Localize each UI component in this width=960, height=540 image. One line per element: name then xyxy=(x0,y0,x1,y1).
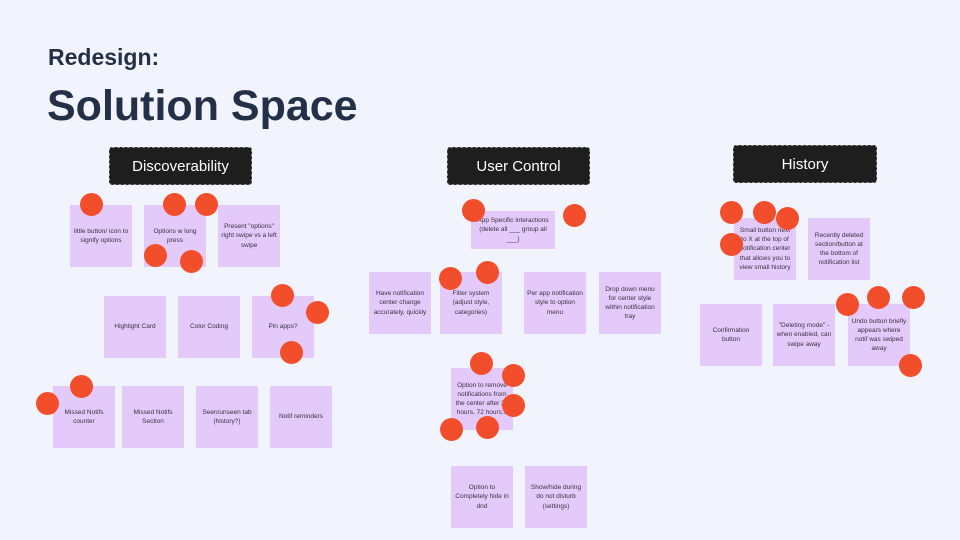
note-text: Color Coding xyxy=(190,323,228,331)
vote-dot xyxy=(70,375,93,398)
vote-dot xyxy=(899,354,922,377)
vote-dot xyxy=(280,341,303,364)
sticky-note: Recently deleted section/button at the b… xyxy=(808,218,870,280)
sticky-note: Notif reminders xyxy=(270,386,332,448)
vote-dot xyxy=(563,204,586,227)
vote-dot xyxy=(163,193,186,216)
vote-dot xyxy=(195,193,218,216)
note-text: Pin apps? xyxy=(268,323,298,331)
vote-dot xyxy=(271,284,294,307)
note-text: Have notification center change accurate… xyxy=(373,290,427,316)
vote-dot xyxy=(753,201,776,224)
sticky-note: Missed Notifs Section xyxy=(122,386,184,448)
sticky-note: Seen/unseen tab (history?) xyxy=(196,386,258,448)
column-header-discoverability: Discoverability xyxy=(109,147,252,185)
note-text: Seen/unseen tab (history?) xyxy=(202,408,252,425)
slide-title: Solution Space xyxy=(47,82,358,130)
note-text: Present "options" right swipe vs a left … xyxy=(221,223,277,249)
note-text: Filter system (adjust style, categories) xyxy=(452,290,490,316)
note-text: Options w long press xyxy=(153,227,197,244)
vote-dot xyxy=(439,267,462,290)
vote-dot xyxy=(36,392,59,415)
sticky-note: Option to Completely hide in dnd xyxy=(451,466,513,528)
sticky-note: Per app notification style to option men… xyxy=(524,272,586,334)
vote-dot xyxy=(180,250,203,273)
vote-dot xyxy=(470,352,493,375)
slide-subtitle: Redesign: xyxy=(48,44,160,70)
vote-dot xyxy=(462,199,485,222)
sticky-note: App Specific interactions (delete all __… xyxy=(471,211,555,249)
vote-dot xyxy=(440,418,463,441)
note-text: Notif reminders xyxy=(278,413,324,421)
vote-dot xyxy=(306,301,329,324)
vote-dot xyxy=(776,207,799,230)
sticky-note: Highlight Card xyxy=(104,296,166,358)
sticky-note: Present "options" right swipe vs a left … xyxy=(218,205,280,267)
note-text: Highlight Card xyxy=(114,323,156,331)
note-text: Drop down menu for center style within n… xyxy=(605,285,655,321)
note-text: Small button next to X at the top of not… xyxy=(739,227,791,271)
note-text: Undo button briefly appears where notif … xyxy=(851,317,907,353)
vote-dot xyxy=(867,286,890,309)
note-text: Recently deleted section/button at the b… xyxy=(814,231,864,267)
sticky-note: Confirmation button xyxy=(700,304,762,366)
note-text: Confirmation button xyxy=(712,326,750,343)
sticky-note: little button/ icon to signify options xyxy=(70,205,132,267)
vote-dot xyxy=(836,293,859,316)
note-text: Missed Notifs counter xyxy=(64,408,104,425)
note-text: Per app notification style to option men… xyxy=(527,290,583,316)
vote-dot xyxy=(902,286,925,309)
column-header-history: History xyxy=(733,145,877,183)
vote-dot xyxy=(80,193,103,216)
vote-dot xyxy=(720,201,743,224)
note-text: Option to Completely hide in dnd xyxy=(455,484,509,510)
vote-dot xyxy=(144,244,167,267)
vote-dot xyxy=(502,364,525,387)
vote-dot xyxy=(476,416,499,439)
vote-dot xyxy=(476,261,499,284)
note-text: App Specific interactions (delete all __… xyxy=(477,217,549,243)
vote-dot xyxy=(720,233,743,256)
sticky-note: Have notification center change accurate… xyxy=(369,272,431,334)
sticky-note: "Deleting mode" - when enabled, can swip… xyxy=(773,304,835,366)
sticky-note: Undo button briefly appears where notif … xyxy=(848,304,910,366)
sticky-note: Color Coding xyxy=(178,296,240,358)
note-text: "Deleting mode" - when enabled, can swip… xyxy=(776,322,832,348)
note-text: little button/ icon to signify options xyxy=(73,227,129,244)
sticky-note: Show/hide during do not disturb (setting… xyxy=(525,466,587,528)
vote-dot xyxy=(502,394,525,417)
note-text: Show/hide during do not disturb (setting… xyxy=(530,484,582,510)
note-text: Option to remove notifications from the … xyxy=(455,381,509,417)
note-text: Missed Notifs Section xyxy=(133,408,173,425)
sticky-note: Drop down menu for center style within n… xyxy=(599,272,661,334)
column-header-user-control: User Control xyxy=(447,147,590,185)
